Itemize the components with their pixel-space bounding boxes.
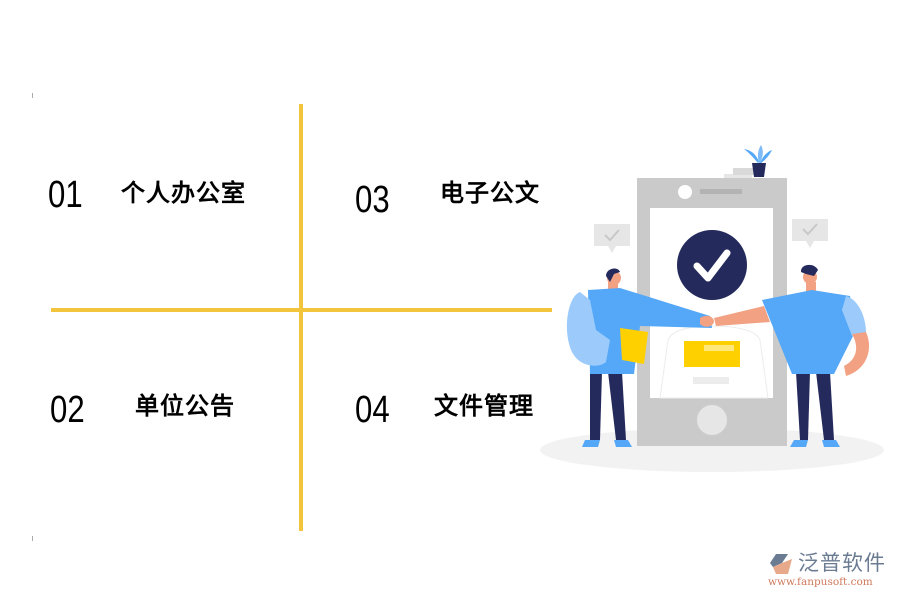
teamwork-illustration [540,140,890,480]
right-person [714,264,870,447]
speech-bubble-check-icon [594,224,630,253]
decorative-dot [32,93,33,98]
speech-bubble-check-icon [792,219,828,248]
item-number: 04 [355,389,390,431]
brand-url: www.fanpusoft.com [768,576,873,588]
item-label: 电子公文 [440,179,540,207]
vertical-divider [299,104,303,531]
plant-icon [744,145,772,177]
decorative-dot [32,536,33,541]
left-person [566,268,714,447]
item-label: 单位公告 [135,392,235,420]
item-label: 文件管理 [434,392,534,420]
item-number: 02 [50,389,85,431]
item-number: 03 [355,179,390,221]
item-number: 01 [48,174,83,216]
brand-logo-icon [770,554,792,574]
check-circle-icon [677,230,747,300]
item-label: 个人办公室 [121,179,246,207]
brand-logo: 泛普软件 www.fanpusoft.com [768,553,893,593]
brand-name: 泛普软件 [798,551,886,575]
horizontal-divider [51,308,552,312]
